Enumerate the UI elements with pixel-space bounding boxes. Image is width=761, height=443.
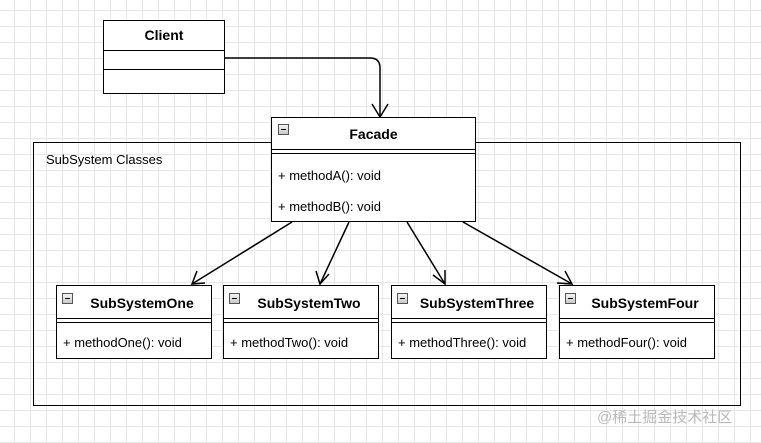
collapse-icon[interactable] [397, 293, 408, 304]
divider [272, 153, 475, 154]
subsystem-three-name: SubSystemThree [419, 295, 535, 311]
facade-to-subsystemfour-arrow [462, 221, 573, 285]
divider [104, 50, 224, 51]
subsystem-two-method: + methodTwo(): void [230, 335, 349, 350]
divider [224, 318, 378, 319]
collapse-icon[interactable] [62, 293, 73, 304]
subsystem-two-class[interactable]: SubSystemTwo + methodTwo(): void [223, 285, 379, 359]
divider [392, 318, 546, 319]
divider [57, 318, 211, 319]
facade-class[interactable]: Facade + methodA(): void + methodB(): vo… [271, 117, 476, 222]
facade-to-subsystemtwo-arrow [319, 221, 350, 285]
watermark: @稀土掘金技术社区 [597, 409, 733, 426]
subsystem-four-method: + methodFour(): void [566, 335, 688, 350]
divider [57, 322, 211, 323]
subsystem-one-method: + methodOne(): void [63, 335, 182, 350]
divider [272, 149, 475, 150]
subsystem-one-name: SubSystemOne [90, 295, 194, 311]
collapse-icon[interactable] [565, 293, 576, 304]
client-class[interactable]: Client [103, 20, 225, 94]
facade-method-b: + methodB(): void [278, 199, 381, 214]
subsystem-four-name: SubSystemFour [591, 295, 699, 311]
divider [104, 69, 224, 70]
client-class-name: Client [144, 27, 184, 43]
collapse-icon[interactable] [229, 293, 240, 304]
subsystem-three-class[interactable]: SubSystemThree + methodThree(): void [391, 285, 547, 359]
subsystem-two-name: SubSystemTwo [257, 295, 361, 311]
facade-class-name: Facade [349, 126, 398, 142]
subsystem-three-method: + methodThree(): void [398, 335, 527, 350]
subsystem-one-class[interactable]: SubSystemOne + methodOne(): void [56, 285, 212, 359]
collapse-icon[interactable] [278, 124, 289, 135]
facade-to-subsystemthree-arrow [406, 221, 446, 285]
facade-method-a: + methodA(): void [278, 168, 381, 183]
divider [224, 322, 378, 323]
divider [560, 322, 714, 323]
subsystem-four-class[interactable]: SubSystemFour + methodFour(): void [559, 285, 715, 359]
divider [560, 318, 714, 319]
facade-to-subsystemone-arrow [191, 221, 293, 285]
divider [392, 322, 546, 323]
client-to-facade-arrow [225, 57, 381, 116]
package-label: SubSystem Classes [46, 152, 163, 167]
